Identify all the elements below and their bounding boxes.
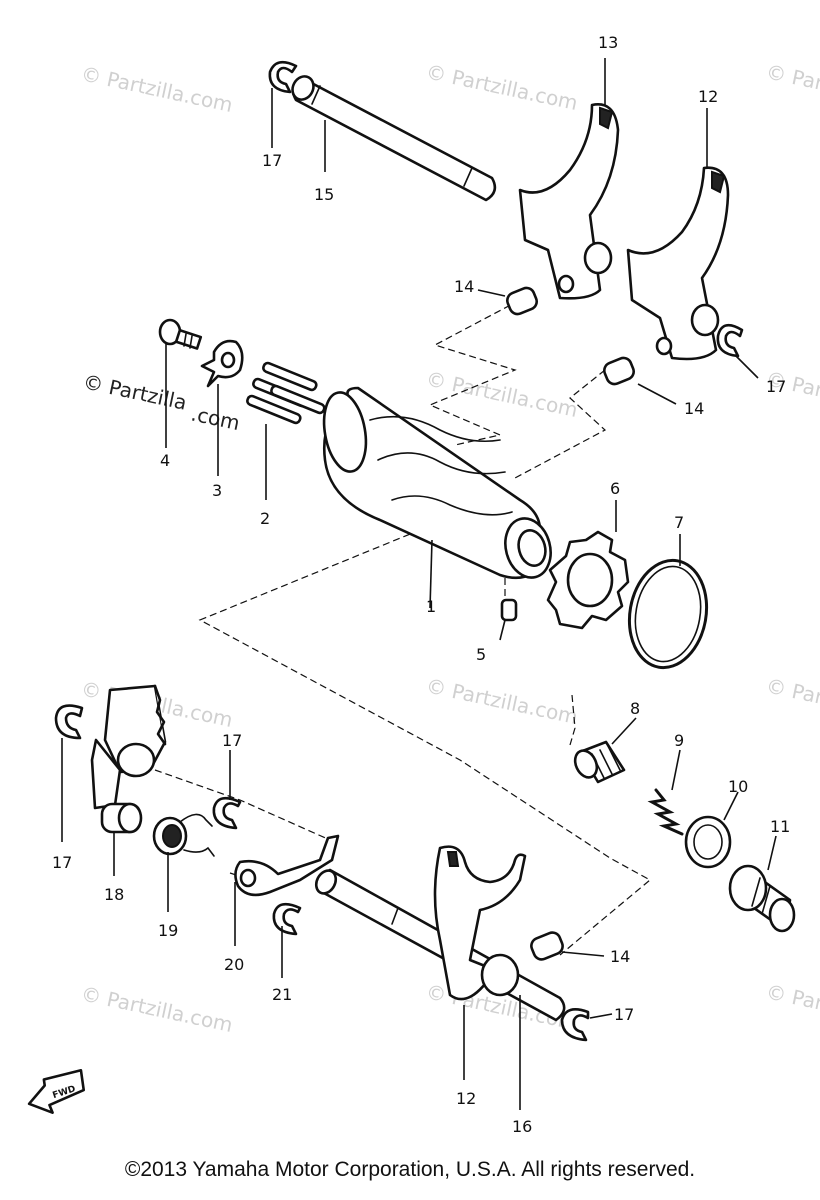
part-4-screw[interactable] [158,318,203,350]
callout-8: 8 [630,699,640,718]
callout-12: 12 [698,87,718,106]
callout-17: 17 [222,731,242,750]
callout-7: 7 [674,513,684,532]
part-19-return-spring[interactable] [152,813,215,857]
assembly-lines [154,299,652,956]
watermark-dark: © Partzilla [81,369,189,414]
watermark: © Partzilla.com [79,981,235,1037]
callout-15: 15 [314,185,334,204]
part-12-shift-fork-upper[interactable] [626,166,730,361]
part-11-plug[interactable] [728,864,796,933]
part-5-dowel-pin[interactable] [500,598,518,622]
watermark-dark: .com [189,401,242,435]
part-9-spring[interactable] [647,788,684,836]
callout-14: 14 [684,399,704,418]
callout-18: 18 [104,885,124,904]
callout-11: 11 [770,817,790,836]
part-10-washer[interactable] [684,815,732,869]
callout-17: 17 [766,377,786,396]
leader-lines [61,58,777,1110]
callout-2: 2 [260,509,270,528]
part-17-circlip-top[interactable] [268,60,298,94]
watermark: © Partzilla.com [79,61,235,117]
part-13-shift-fork[interactable] [518,103,620,300]
callout-14: 14 [454,277,474,296]
watermark: © Partzilla.com [424,59,580,115]
part-17-circlip-mid[interactable] [212,796,242,830]
part-20-shift-lever[interactable] [234,834,340,897]
callout-9: 9 [674,731,684,750]
callout-16: 16 [512,1117,532,1136]
part-15-shift-fork-shaft[interactable] [289,73,497,202]
callout-17: 17 [262,151,282,170]
part-17-circlip-bottom[interactable] [560,1008,590,1042]
callout-21: 21 [272,985,292,1004]
part-14-guide-pin-1[interactable] [505,286,539,317]
watermark: © Partzilla.com [764,673,820,729]
part-7-circlip-ring[interactable] [621,554,715,674]
part-1-shift-drum[interactable] [318,386,557,583]
watermark: © Partzilla.com [764,59,820,115]
part-8-detent-plunger[interactable] [571,740,626,784]
callout-5: 5 [476,645,486,664]
callout-20: 20 [224,955,244,974]
part-21-circlip[interactable] [272,902,302,936]
part-18-shift-arm[interactable] [90,684,167,834]
callout-6: 6 [610,479,620,498]
callout-17: 17 [52,853,72,872]
copyright-notice: ©2013 Yamaha Motor Corporation, U.S.A. A… [124,1158,696,1181]
callouts: 13 12 17 15 14 17 14 4 3 2 1 6 7 5 8 9 1… [52,33,790,1136]
watermark: © Partzilla.com [424,673,580,729]
callout-3: 3 [212,481,222,500]
part-14-guide-pin-2[interactable] [602,356,636,387]
callout-13: 13 [598,33,618,52]
callout-4: 4 [160,451,170,470]
callout-1: 1 [426,597,436,616]
watermark: © Partzilla.com [764,979,820,1035]
callout-17: 17 [614,1005,634,1024]
part-14-guide-pin-3[interactable] [529,930,565,962]
callout-14: 14 [610,947,630,966]
part-17-circlip-left[interactable] [54,704,84,740]
callout-12: 12 [456,1089,476,1108]
part-17-circlip-fork12[interactable] [716,323,744,358]
part-6-cam[interactable] [546,530,630,630]
part-12-shift-fork-lower[interactable] [433,845,527,1001]
part-2-pins[interactable] [246,361,326,425]
part-3-segment[interactable] [200,339,244,388]
fwd-arrow-icon: FWD [27,1068,86,1114]
callout-19: 19 [158,921,178,940]
exploded-parts-diagram: © Partzilla.com © Partzilla.com © Partzi… [27,33,820,1136]
callout-10: 10 [728,777,748,796]
